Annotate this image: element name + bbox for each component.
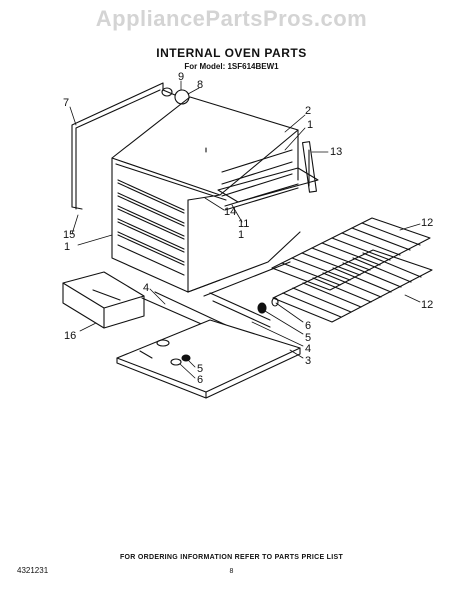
oven-rack-upper (271, 217, 431, 291)
callout-7: 7 (63, 97, 69, 109)
callout-2: 2 (305, 105, 311, 117)
callout-3: 3 (305, 355, 311, 367)
callout-1-top: 1 (307, 119, 313, 131)
oven-liner (111, 96, 301, 297)
model-subtitle: For Model: 1SF614BEW1 (184, 62, 279, 71)
ordering-note: FOR ORDERING INFORMATION REFER TO PARTS … (119, 554, 344, 561)
callout-8: 8 (197, 79, 203, 91)
callout-15: 15 (63, 229, 75, 241)
callout-14: 14 (224, 206, 236, 218)
vent-trim (62, 271, 145, 329)
callout-12-upper: 12 (421, 217, 433, 229)
rack-guide-shelf (217, 167, 319, 203)
fasteners (170, 297, 279, 366)
callout-16: 16 (64, 330, 76, 342)
document-number: 4321231 (17, 566, 49, 575)
watermark: AppliancePartsPros.com (95, 6, 368, 31)
callout-11: 11 (238, 218, 249, 230)
callout-5-bottom: 5 (197, 363, 203, 375)
callout-4-right: 4 (305, 343, 311, 355)
callout-6-bottom: 6 (197, 374, 203, 386)
oven-bottom (116, 319, 301, 399)
page-number: 8 (229, 568, 234, 575)
oven-light (161, 87, 190, 105)
door-gasket (71, 82, 164, 210)
callout-9: 9 (178, 71, 184, 83)
diagram-title: INTERNAL OVEN PARTS (156, 46, 307, 60)
callout-6-right: 6 (305, 320, 311, 332)
leader-lines (69, 80, 421, 379)
callout-13: 13 (330, 146, 342, 158)
callout-5-right: 5 (305, 332, 311, 344)
callout-12-lower: 12 (421, 299, 433, 311)
callout-1-left: 1 (64, 241, 70, 253)
rack-support (301, 141, 317, 193)
callout-1-inner: 1 (238, 229, 244, 241)
callout-4-left: 4 (143, 282, 149, 294)
oven-rack-lower (272, 249, 433, 323)
